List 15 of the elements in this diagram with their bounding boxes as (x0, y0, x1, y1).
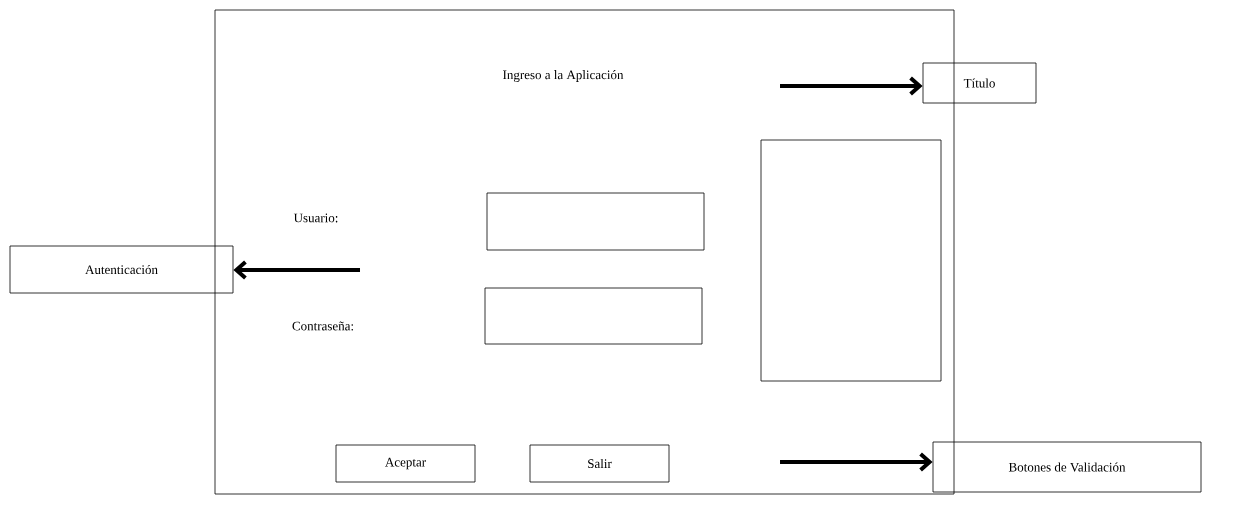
field-label: Usuario: (293, 213, 338, 223)
arrow (233, 260, 360, 280)
image-placeholder-box (760, 139, 942, 382)
input-field (486, 192, 705, 251)
button: Aceptar (335, 444, 476, 483)
field-label: Contraseña: (292, 321, 353, 331)
callout-box: Autenticación (9, 245, 234, 294)
arrow (780, 76, 923, 96)
input-field (484, 287, 703, 345)
callout-box: Título (922, 62, 1037, 104)
button: Salir (529, 444, 670, 483)
title-text: Ingreso a la Aplicación (503, 70, 624, 82)
window-frame (214, 9, 955, 495)
arrow (780, 452, 933, 472)
callout-box: Botones de Validación (932, 441, 1202, 493)
